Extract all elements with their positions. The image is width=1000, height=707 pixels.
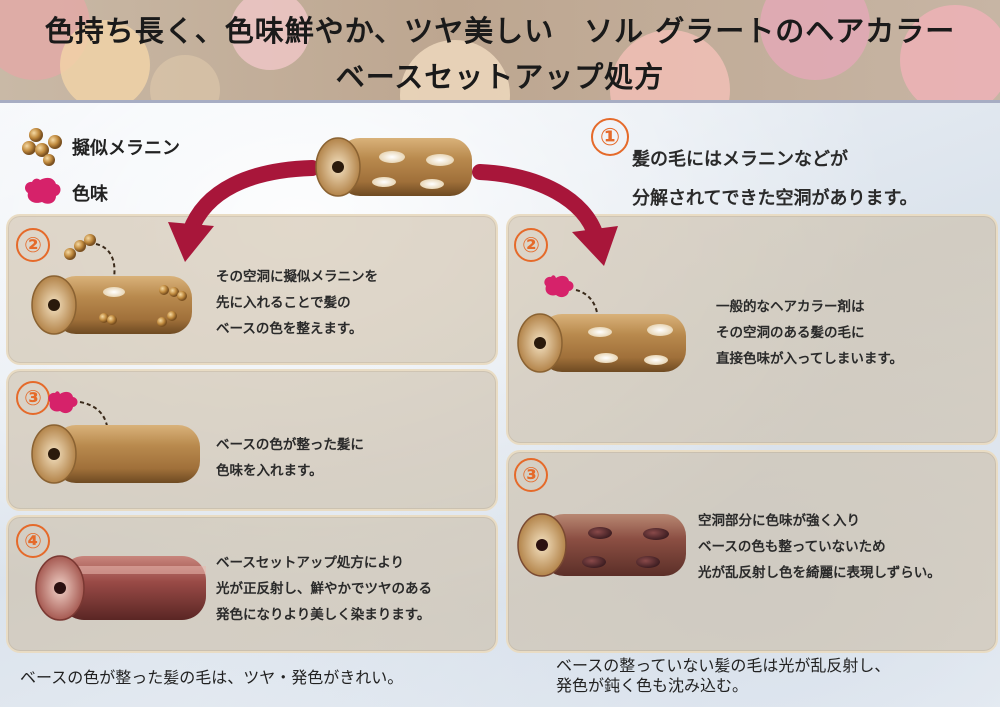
step-number-left-2: ②	[16, 228, 50, 262]
step-number-1: ①	[591, 118, 629, 156]
decor-bubble	[900, 5, 1000, 100]
caption-left: ベースの色が整った髪の毛は、ツヤ・発色がきれい。	[20, 668, 404, 687]
step1-text: 髪の毛にはメラニンなどが 分解されてできた空洞があります。	[632, 140, 918, 218]
step-number-right-2: ②	[514, 228, 548, 262]
legend-melanin-label: 擬似メラニン	[72, 138, 180, 159]
caption-right-line1: ベースの整っていない髪の毛は光が乱反射し、	[556, 656, 891, 675]
text-line: 先に入れることで髪の	[216, 295, 351, 311]
hair-top	[315, 137, 472, 197]
header-banner: 色持ち長く、色味鮮やか、ツヤ美しい ソル グラートのヘアカラー ベースセットアッ…	[0, 0, 1000, 103]
caption-right: ベースの整っていない髪の毛は光が乱反射し、 発色が鈍く色も沈み込む。	[556, 656, 890, 696]
text-line: 空洞部分に色味が強く入り	[698, 513, 860, 529]
panel-right-3-text: 空洞部分に色味が強く入り ベースの色も整っていないため 光が乱反射し色を綺麗に表…	[698, 508, 941, 586]
text-line: 光が正反射し、鮮やかでツヤのある	[216, 581, 432, 597]
legend-color-label: 色味	[72, 184, 108, 205]
hair-right-2	[517, 275, 686, 373]
color-legend-icon	[25, 177, 61, 204]
hair-right-3	[517, 513, 686, 577]
hair-left-3	[31, 391, 200, 484]
arrow-to-left	[182, 160, 320, 240]
text-line: 光が乱反射し色を綺麗に表現しずらい。	[698, 565, 941, 581]
text-line: 色味を入れます。	[216, 463, 323, 479]
text-line: 一般的なヘアカラー剤は	[716, 299, 865, 315]
text-line: 発色になりより美しく染まります。	[216, 607, 431, 623]
hair-left-2	[31, 234, 192, 335]
step1-line2: 分解されてできた空洞があります。	[632, 188, 918, 209]
step-number-right-3: ③	[514, 458, 548, 492]
panel-left-3-text: ベースの色が整った髪に 色味を入れます。	[216, 432, 364, 484]
arrow-head-right	[572, 226, 618, 266]
text-line: ベースセットアップ処方により	[216, 555, 405, 571]
header-title-line1: 色持ち長く、色味鮮やか、ツヤ美しい ソル グラートのヘアカラー	[44, 14, 956, 48]
text-line: ベースの色も整っていないため	[698, 539, 886, 555]
step1-line1: 髪の毛にはメラニンなどが	[632, 149, 848, 170]
header-title-line2: ベースセットアップ処方	[335, 60, 665, 94]
caption-right-line2: 発色が鈍く色も沈み込む。	[556, 676, 749, 695]
text-line: ベースの色を整えます。	[216, 321, 363, 337]
panel-left-4-text: ベースセットアップ処方により 光が正反射し、鮮やかでツヤのある 発色になりより美…	[216, 550, 432, 628]
hair-left-4	[35, 555, 206, 621]
arrow-head-left	[168, 222, 214, 262]
melanin-legend-icon	[22, 128, 62, 166]
text-line: その空洞のある髪の毛に	[716, 325, 865, 341]
step-number-left-4: ④	[16, 524, 50, 558]
decor-bubble	[230, 0, 310, 70]
text-line: その空洞に擬似メラニンを	[216, 269, 378, 285]
text-line: 直接色味が入ってしまいます。	[716, 351, 903, 367]
arrow-to-right	[472, 164, 604, 244]
text-line: ベースの色が整った髪に	[216, 437, 364, 453]
decor-bubble	[60, 20, 150, 100]
panel-left-2-text: その空洞に擬似メラニンを 先に入れることで髪の ベースの色を整えます。	[216, 264, 378, 342]
panel-right-2-text: 一般的なヘアカラー剤は その空洞のある髪の毛に 直接色味が入ってしまいます。	[716, 294, 903, 372]
